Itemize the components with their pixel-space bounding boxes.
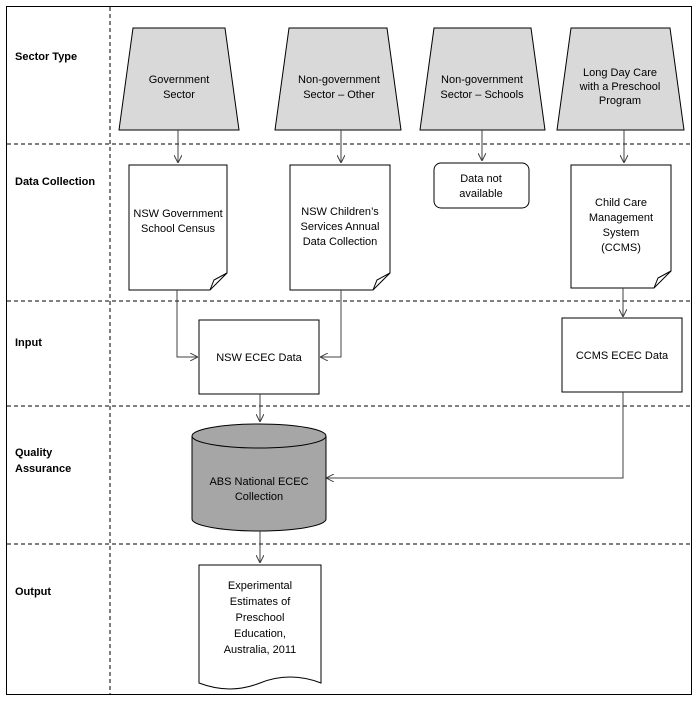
- collection-ccms: Child Care Management System (CCMS): [570, 164, 672, 289]
- svg-text:Education,: Education,: [234, 628, 286, 640]
- svg-text:available: available: [459, 188, 502, 200]
- row-label-data-collection: Data Collection: [15, 176, 95, 188]
- svg-text:Child Care: Child Care: [595, 197, 647, 209]
- collection-not-available: Data not available: [433, 162, 530, 209]
- svg-text:Program: Program: [599, 95, 641, 107]
- svg-text:Data not: Data not: [460, 173, 502, 185]
- svg-text:CCMS ECEC Data: CCMS ECEC Data: [576, 350, 669, 362]
- lane-dividers: [7, 7, 691, 694]
- qa-abs-collection: ABS National ECEC Collection: [191, 423, 327, 532]
- svg-text:NSW ECEC Data: NSW ECEC Data: [216, 352, 302, 364]
- input-nsw-ecec: NSW ECEC Data: [198, 319, 320, 395]
- svg-text:NSW Government: NSW Government: [133, 208, 222, 220]
- svg-text:Sector: Sector: [163, 89, 195, 101]
- svg-text:Experimental: Experimental: [228, 580, 292, 592]
- svg-text:Government: Government: [149, 74, 210, 86]
- svg-text:ABS National ECEC: ABS National ECEC: [209, 476, 308, 488]
- svg-text:Management: Management: [589, 212, 653, 224]
- sector-government: Government Sector: [118, 27, 240, 131]
- arrows-collection-to-input: [176, 288, 623, 357]
- svg-text:Sector – Schools: Sector – Schools: [440, 89, 524, 101]
- svg-text:Non-government: Non-government: [298, 74, 380, 86]
- svg-text:NSW Children’s: NSW Children’s: [301, 206, 379, 218]
- row-label-quality-assurance: Quality Assurance: [15, 447, 71, 475]
- svg-text:System: System: [603, 227, 640, 239]
- svg-text:Australia, 2011: Australia, 2011: [224, 644, 297, 656]
- svg-text:School Census: School Census: [141, 223, 215, 235]
- svg-text:Collection: Collection: [235, 491, 283, 503]
- arrows-input-to-qa: [260, 392, 624, 478]
- sector-nongov-schools: Non-government Sector – Schools: [419, 27, 546, 131]
- output-estimates: Experimental Estimates of Preschool Educ…: [198, 564, 322, 690]
- svg-text:(CCMS): (CCMS): [601, 242, 641, 254]
- svg-text:Non-government: Non-government: [441, 74, 523, 86]
- input-ccms-ecec: CCMS ECEC Data: [561, 317, 683, 393]
- svg-text:Long Day Care: Long Day Care: [583, 67, 657, 79]
- diagram-frame: [6, 6, 692, 695]
- svg-text:Services Annual: Services Annual: [301, 221, 380, 233]
- svg-text:Sector – Other: Sector – Other: [303, 89, 375, 101]
- svg-text:Estimates of: Estimates of: [230, 596, 291, 608]
- row-label-input: Input: [15, 337, 42, 349]
- collection-nsw-childrens: NSW Children’s Services Annual Data Coll…: [289, 164, 391, 291]
- sector-long-day-care: Long Day Care with a Preschool Program: [556, 27, 685, 131]
- sector-nongov-other: Non-government Sector – Other: [274, 27, 402, 131]
- svg-text:with a Preschool: with a Preschool: [579, 81, 661, 93]
- svg-text:Data Collection: Data Collection: [303, 236, 378, 248]
- row-label-sector-type: Sector Type: [15, 51, 77, 63]
- svg-text:Preschool: Preschool: [236, 612, 285, 624]
- arrows-sector-to-collection: [178, 130, 624, 162]
- collection-nsw-census: NSW Government School Census: [128, 164, 228, 291]
- row-label-output: Output: [15, 586, 51, 598]
